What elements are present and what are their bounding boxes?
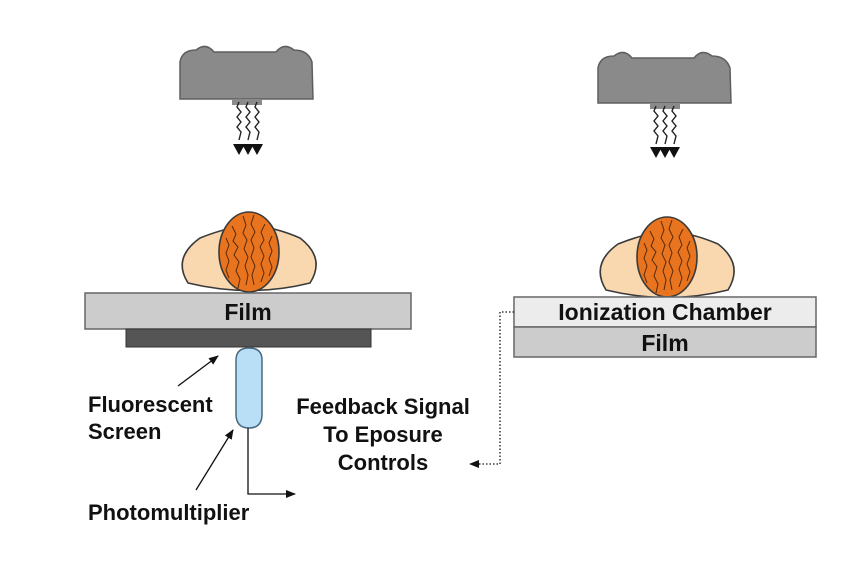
fluorescent-label-line2: Screen <box>88 419 161 444</box>
film-plate-left: Film <box>84 292 412 330</box>
ionization-chamber-label: Ionization Chamber <box>558 299 771 325</box>
fluorescent-label-line1: Fluorescent <box>88 392 213 417</box>
fluorescent-pointer-arrow <box>177 355 219 387</box>
fluorescent-screen <box>125 328 372 348</box>
ionization-feedback-arrow <box>469 311 514 468</box>
film-label-right: Film <box>641 330 688 356</box>
ionization-chamber: Ionization Chamber <box>513 296 817 328</box>
xray-beams-icon <box>653 105 677 145</box>
feedback-label: Feedback Signal To Eposure Controls <box>296 394 470 475</box>
photomultiplier-output-arrow <box>247 428 296 498</box>
left-setup: Film Fluorescent Screen Photomultiplier <box>84 45 412 525</box>
feedback-label-line3: Controls <box>338 450 428 475</box>
photomultiplier-label: Photomultiplier <box>88 500 250 525</box>
xray-beam-arrowheads <box>233 144 263 155</box>
patient-head-icon <box>599 216 735 299</box>
photomultiplier-pointer-arrow <box>195 429 234 491</box>
film-label-left: Film <box>224 299 271 325</box>
film-plate-right: Film <box>513 326 817 358</box>
patient-head-icon <box>181 211 317 293</box>
feedback-label-line2: To Eposure <box>323 422 442 447</box>
xray-beam-arrowheads <box>650 147 680 158</box>
xray-beams-icon <box>236 101 260 141</box>
xray-tube-icon <box>179 45 314 105</box>
right-setup: Ionization Chamber Film <box>469 51 817 468</box>
photomultiplier-icon <box>235 347 263 429</box>
feedback-label-line1: Feedback Signal <box>296 394 470 419</box>
xray-tube-icon <box>597 51 732 109</box>
